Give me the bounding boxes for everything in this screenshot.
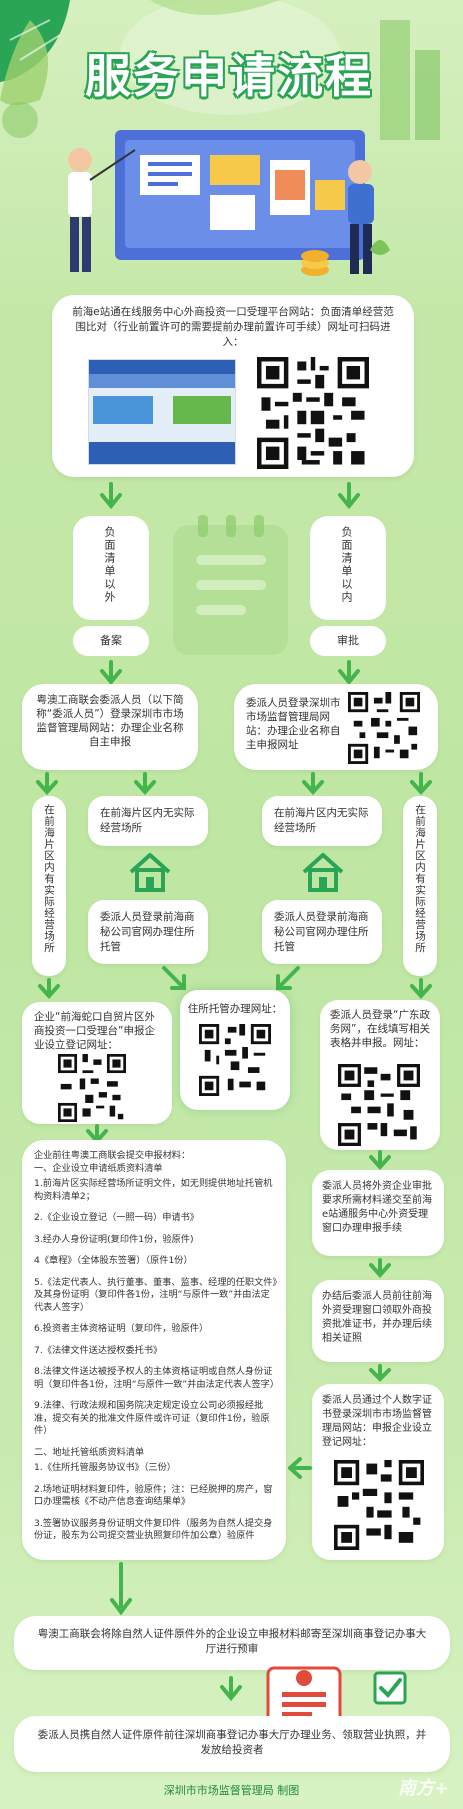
leaf-decoration	[0, 0, 440, 140]
website-screenshot	[88, 359, 236, 465]
qr-code[interactable]	[334, 1460, 424, 1550]
page-title: 服务申请流程	[85, 49, 373, 103]
arrow-down-icon	[338, 660, 360, 686]
right-name-step-text: 委派人员登录深圳市市场监督管理局网站：办理企业名称自主申报网址	[246, 697, 341, 751]
branch-right-box: 负面清单以内	[310, 516, 386, 620]
branch-right-tag: 审批	[310, 626, 386, 656]
right-has-site-text: 在前海片区内有实际经营场所	[414, 804, 426, 954]
list-item: 1.《住所托管服务协议书》（三份）	[34, 1462, 176, 1473]
arrow-down-icon	[100, 482, 122, 510]
arrow-down-icon	[110, 1562, 132, 1616]
checkmark-icon	[373, 1671, 407, 1705]
list-item: 2.《企业设立登记（一照一码）申请书》	[34, 1212, 199, 1223]
left-name-step-text: 粤澳工商联会委派人员（以下简称“委派人员”）登录深圳市市场监督管理局网站：办理企…	[36, 694, 184, 748]
intro-text: 前海e站通在线服务中心外商投资一口受理平台网站：负面清单经营范围比对（行业前置许…	[72, 306, 394, 348]
right-id-text: 委派人员通过个人数字证书登录深圳市市场监督管理局网站：申报企业设立登记网址：	[322, 1395, 432, 1448]
right-has-site-card: 在前海片区内有实际经营场所	[403, 796, 437, 976]
qr-code[interactable]	[199, 1024, 271, 1096]
materials-section1: 一、企业设立申请纸质资料清单	[34, 1162, 163, 1174]
footer-credit: 深圳市市场监督管理局 制图	[163, 1784, 300, 1797]
left-trustee-card: 委派人员登录前海商秘公司官网办理住所托管	[88, 900, 208, 964]
right-trustee-card: 委派人员登录前海商秘公司官网办理住所托管	[262, 900, 382, 964]
right-no-site-card: 在前海片区内无实际经营场所	[262, 796, 382, 846]
arrow-down-icon	[338, 482, 360, 510]
materials-section2: 二、地址托管纸质资料清单	[34, 1446, 145, 1458]
list-item: 8.法律文件送达被授予权人的主体资格证明或自然人身份证明（复印件各1份，注明“与…	[34, 1366, 280, 1390]
right-no-site-text: 在前海片区内无实际经营场所	[274, 807, 369, 834]
arrow-left-icon	[288, 1457, 312, 1479]
right-gd-text: 委派人员登录“广东政务网”，在线填写相关表格并申报。网址：	[330, 1009, 430, 1049]
qr-code[interactable]	[338, 1064, 420, 1146]
right-submit-text: 委派人员将外资企业审批要求所需材料递交至前海e站通服务中心外资受理窗口办理申报手…	[322, 1181, 432, 1234]
list-item: 6.投资者主体资格证明（复印件，验原件）	[34, 1323, 209, 1334]
left-has-site-text: 在前海片区内有实际经营场所	[43, 804, 55, 954]
right-name-step-card: 委派人员登录深圳市市场监督管理局网站：办理企业名称自主申报网址	[234, 684, 438, 770]
materials-heading: 企业前往粤澳工商联会提交申报材料：	[34, 1150, 191, 1161]
branch-left-box: 负面清单以外	[73, 516, 149, 620]
center-trustee-url-card: 住所托管办理网址：	[180, 990, 290, 1110]
right-submit-card: 委派人员将外资企业审批要求所需材料递交至前海e站通服务中心外资受理窗口办理申报手…	[312, 1170, 444, 1256]
qr-code[interactable]	[58, 1054, 126, 1122]
arrow-down-icon	[36, 772, 58, 795]
list-item: 3.签署协议服务身份证明文件复印件（服务为自然人提交身份证，股东为公司提交营业执…	[34, 1517, 273, 1542]
qr-code[interactable]	[257, 357, 369, 469]
arrow-down-icon	[134, 772, 156, 795]
house-icon	[302, 853, 344, 892]
arrow-down-icon	[369, 1258, 391, 1278]
arrow-down-icon	[220, 1676, 242, 1702]
branch-left-label: 负面清单以外	[103, 526, 116, 604]
list-item: 7.《法律文件送达授权委托书》	[34, 1344, 163, 1356]
arrow-down-icon	[38, 978, 60, 999]
center-trustee-url-text: 住所托管办理网址：	[187, 1003, 283, 1015]
list-item: 5.《法定代表人、执行董事、董事、监事、经理的任职文件》及其身份证明（复印件各1…	[34, 1276, 278, 1313]
final-step2-text: 委派人员携自然人证件原件前往深圳商事登记办事大厅办理业务、领取营业执照，并发放给…	[37, 1729, 427, 1756]
list-item: 4《章程》（全体股东签署）（原件1份）	[34, 1255, 193, 1266]
final-step2-card: 委派人员携自然人证件原件前往深圳商事登记办事大厅办理业务、领取营业执照，并发放给…	[14, 1716, 450, 1772]
qr-code[interactable]	[348, 692, 420, 764]
right-approval-card: 办结后委派人员前往前海外资受理窗口领取外商投资批准证书，并办理后续相关证照	[312, 1280, 444, 1362]
final-step1-text: 粤澳工商联会将除自然人证件原件外的企业设立申报材料邮寄至深圳商事登记办事大厅进行…	[37, 1628, 427, 1655]
final-step1-card: 粤澳工商联会将除自然人证件原件外的企业设立申报材料邮寄至深圳商事登记办事大厅进行…	[14, 1616, 450, 1670]
right-approval-text: 办结后委派人员前往前海外资受理窗口领取外商投资批准证书，并办理后续相关证照	[322, 1291, 432, 1344]
left-register-text: 企业“前海蛇口自贸片区外商投资一口受理台”申报企业设立登记网址：	[34, 1011, 155, 1051]
left-no-site-card: 在前海片区内无实际经营场所	[88, 796, 208, 846]
materials-card: 企业前往粤澳工商联会提交申报材料： 一、企业设立申请纸质资料清单 1.前海片区实…	[22, 1140, 286, 1560]
left-name-step-card: 粤澳工商联会委派人员（以下简称“委派人员”）登录深圳市市场监督管理局网站：办理企…	[22, 684, 198, 770]
house-icon	[129, 853, 171, 892]
branch-left-tag: 备案	[73, 626, 149, 656]
list-item: 2.场地证明材料复印件，验原件；注：已经脱押的房产，窗口办理需核《不动产信息查询…	[34, 1483, 273, 1508]
left-no-site-text: 在前海片区内无实际经营场所	[100, 807, 195, 834]
arrow-down-icon	[369, 1364, 391, 1382]
arrow-diagonal-icon	[162, 966, 186, 990]
list-item: 9.法律、行政法规和国务院决定规定设立公司必须报经批准，提交有关的批准文件原件或…	[34, 1400, 270, 1436]
right-trustee-text: 委派人员登录前海商秘公司官网办理住所托管	[274, 911, 369, 953]
left-trustee-text: 委派人员登录前海商秘公司官网办理住所托管	[100, 911, 195, 953]
arrow-down-icon	[369, 1150, 391, 1170]
left-register-card: 企业“前海蛇口自贸片区外商投资一口受理台”申报企业设立登记网址：	[22, 1002, 172, 1124]
arrow-down-icon	[100, 660, 122, 686]
arrow-down-icon	[410, 772, 432, 795]
watermark: 南方+	[398, 1778, 450, 1799]
intro-card: 前海e站通在线服务中心外商投资一口受理平台网站：负面清单经营范围比对（行业前置许…	[52, 295, 414, 477]
presentation-illustration	[68, 130, 390, 276]
notepad-decoration	[173, 515, 288, 655]
right-id-card: 委派人员通过个人数字证书登录深圳市市场监督管理局网站：申报企业设立登记网址：	[312, 1384, 444, 1560]
arrow-down-icon	[410, 978, 432, 999]
branch-right-label: 负面清单以内	[340, 526, 353, 604]
arrow-diagonal-icon	[276, 966, 300, 990]
right-gd-card: 委派人员登录“广东政务网”，在线填写相关表格并申报。网址：	[320, 1000, 440, 1150]
arrow-down-icon	[302, 772, 324, 795]
left-has-site-card: 在前海片区内有实际经营场所	[32, 796, 66, 976]
list-item: 1.前海片区实际经营场所证明文件，如无则提供地址托管机构资料清单2；	[34, 1178, 273, 1202]
list-item: 3.经办人身份证明(复印件1份，验原件)	[34, 1233, 194, 1245]
